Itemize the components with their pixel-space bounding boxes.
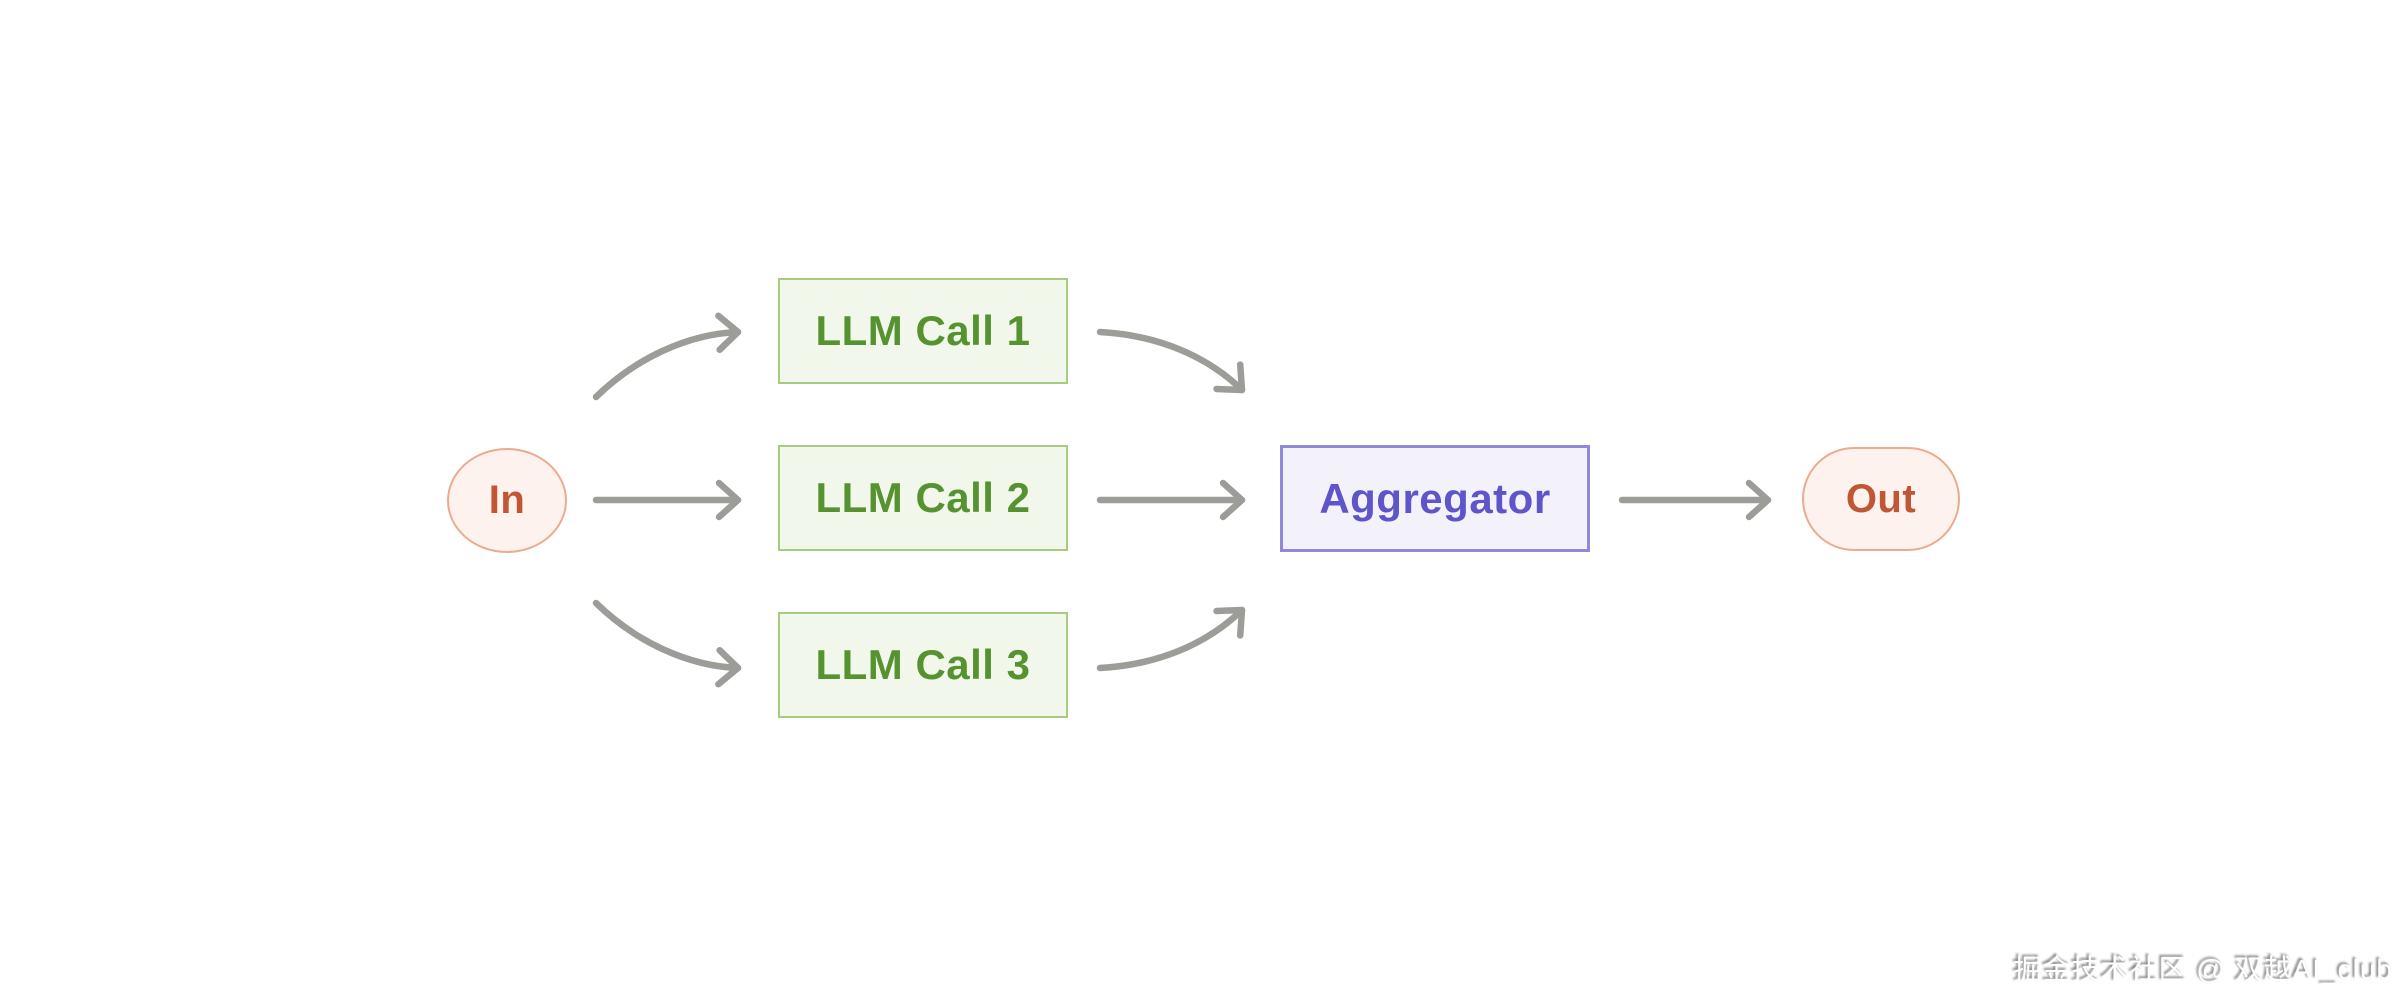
watermark: 掘金技术社区 @ 双越AI_club: [2013, 954, 2393, 985]
node-llm-call-3: LLM Call 3: [778, 612, 1068, 718]
edge-in-to-llm-call-1: [592, 312, 742, 401]
node-in-label: In: [488, 478, 526, 522]
edge-llm-call-3-to-aggregator: [1096, 606, 1246, 672]
node-llm-call-2: LLM Call 2: [778, 445, 1068, 551]
node-llm-call-3-label: LLM Call 3: [815, 641, 1031, 688]
node-llm-call-2-label: LLM Call 2: [815, 474, 1031, 521]
node-out: Out: [1802, 447, 1960, 551]
node-aggregator-label: Aggregator: [1319, 474, 1551, 522]
node-llm-call-1-label: LLM Call 1: [815, 307, 1031, 354]
node-llm-call-1: LLM Call 1: [778, 278, 1068, 384]
node-out-label: Out: [1845, 476, 1917, 521]
edge-in-to-llm-call-3: [592, 599, 742, 688]
node-aggregator: Aggregator: [1280, 445, 1590, 552]
edge-llm-call-1-to-aggregator: [1096, 328, 1246, 394]
node-in: In: [447, 448, 567, 553]
